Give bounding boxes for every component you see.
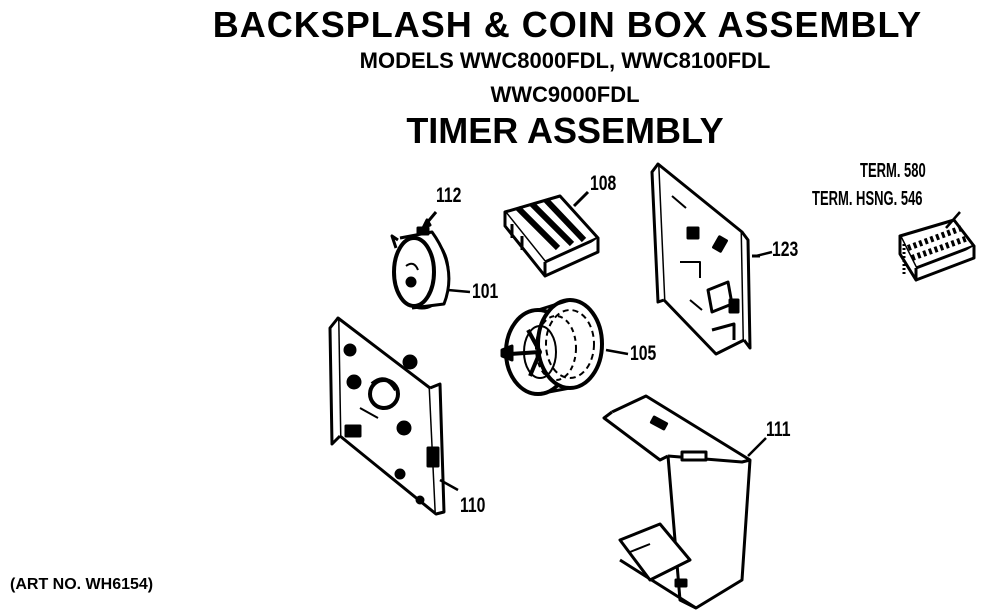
- callout-110: 110: [460, 494, 486, 517]
- callout-101: 101: [472, 280, 499, 303]
- part-111-mount-bracket: [602, 394, 752, 610]
- term-label: TERM. 580: [860, 160, 926, 182]
- part-105-cam-drum: [500, 298, 604, 396]
- leader-lines: [439, 211, 961, 492]
- callout-112: 112: [436, 184, 462, 207]
- part-101-timer-motor: [390, 230, 451, 310]
- part-108-connector: [503, 190, 600, 278]
- callout-105: 105: [630, 342, 657, 365]
- callout-108: 108: [590, 172, 617, 195]
- part-546-terminal-housing: [898, 218, 976, 282]
- main-title: BACKSPLASH & COIN BOX ASSEMBLY: [212, 4, 923, 45]
- part-110-timer-plate: [328, 316, 446, 516]
- models-line: MODELS WWC8000FDL, WWC8100FDL: [359, 48, 771, 73]
- sub-title: TIMER ASSEMBLY: [406, 110, 724, 151]
- callout-111: 111: [766, 418, 791, 441]
- term-housing-label: TERM. HSNG. 546: [812, 188, 923, 210]
- part-112-screw: [416, 211, 438, 236]
- model-line-2: WWC9000FDL: [490, 82, 640, 107]
- art-number: (ART NO. WH6154): [10, 576, 154, 593]
- callout-123: 123: [772, 238, 799, 261]
- part-123-bracket: [650, 162, 760, 356]
